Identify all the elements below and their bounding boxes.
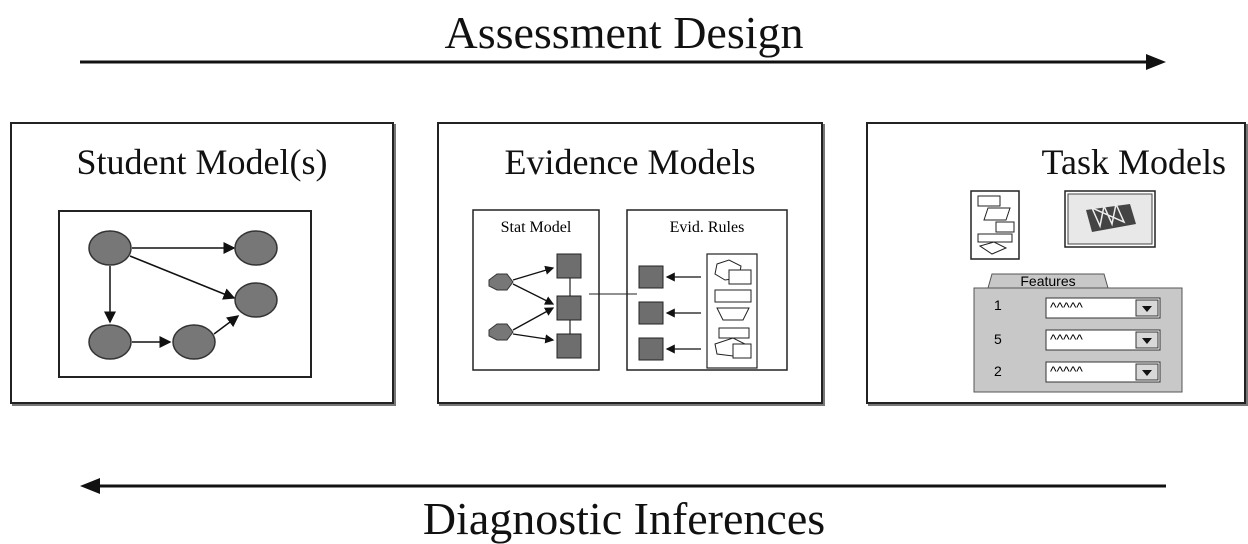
diagnostic-inferences-title: Diagnostic Inferences: [422, 493, 826, 544]
features-label: Features: [1020, 273, 1075, 289]
evidence-square: [638, 265, 664, 289]
stat-node: [488, 273, 514, 291]
stat-model-label: Stat Model: [501, 219, 572, 236]
feature-number: 5: [994, 331, 1002, 347]
observable-square: [556, 333, 582, 359]
evidence-models-panel: Evidence Models Stat Model Evid. Rules: [437, 122, 823, 404]
evidence-models-title: Evidence Models: [504, 142, 756, 182]
feature-value: ^^^^^: [1050, 331, 1083, 347]
student-model-panel: Student Model(s): [10, 122, 394, 404]
evidence-square: [638, 337, 664, 361]
feature-number: 1: [994, 297, 1002, 313]
evidence-square: [638, 301, 664, 325]
student-node: [172, 324, 216, 360]
feature-select[interactable]: ^^^^^: [1045, 297, 1161, 319]
student-model-graph: [58, 210, 312, 378]
student-node: [234, 282, 278, 318]
assessment-design-title: Assessment Design: [444, 7, 804, 58]
feature-select[interactable]: ^^^^^: [1045, 361, 1161, 383]
student-node: [88, 230, 132, 266]
feature-value: ^^^^^: [1050, 299, 1083, 315]
task-models-panel: Task Models Features 1 ^^^^^ 5 ^^^: [866, 122, 1246, 404]
arrow-right-icon: [80, 54, 1166, 70]
stat-node: [488, 323, 514, 341]
evidence-model-diagram: Stat Model Evid. Rules: [472, 209, 788, 371]
feature-value: ^^^^^: [1050, 363, 1083, 379]
evid-rules-label: Evid. Rules: [670, 219, 745, 236]
observable-square: [556, 295, 582, 321]
student-model-title: Student Model(s): [76, 142, 328, 182]
feature-number: 2: [994, 363, 1002, 379]
student-node: [234, 230, 278, 266]
observable-square: [556, 253, 582, 279]
student-node: [88, 324, 132, 360]
feature-select[interactable]: ^^^^^: [1045, 329, 1161, 351]
flowchart-icon: [970, 190, 1020, 260]
image-icon: [1064, 190, 1156, 248]
task-models-title: Task Models: [1041, 142, 1226, 182]
arrow-left-icon: [80, 478, 1166, 494]
features-panel: Features 1 ^^^^^ 5 ^^^^^ 2 ^^^^^: [973, 273, 1183, 393]
